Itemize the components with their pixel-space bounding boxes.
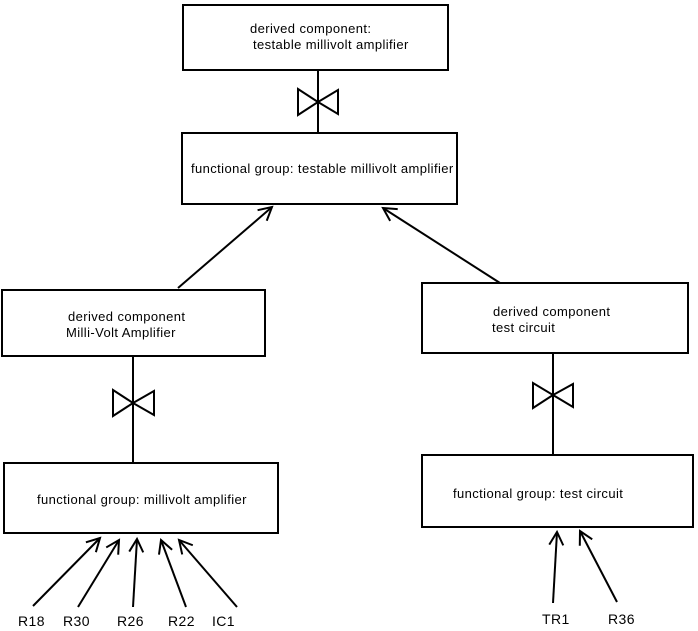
top-functional-group-box — [181, 132, 458, 205]
arrow-r18 — [32, 536, 102, 607]
arrow-right-derived-to-top-functional — [381, 206, 501, 284]
left-functional-label: functional group: millivolt amplifier — [37, 492, 247, 507]
leaf-label-r18: R18 — [18, 613, 45, 629]
leaf-label-ic1: IC1 — [212, 613, 235, 629]
bowtie-icon — [532, 381, 574, 410]
arrow-r26 — [128, 536, 145, 608]
left-derived-label-line2: Milli-Volt Amplifier — [66, 325, 176, 340]
left-derived-label-line1: derived component — [68, 309, 185, 324]
arrow-r22 — [157, 538, 187, 608]
right-functional-group-box — [421, 454, 694, 528]
left-derived-component-box — [1, 289, 266, 357]
leaf-label-r30: R30 — [63, 613, 90, 629]
right-functional-label: functional group: test circuit — [453, 486, 623, 501]
arrow-r30 — [77, 538, 121, 608]
right-derived-label-line2: test circuit — [492, 320, 555, 335]
top-derived-label-line2: testable millivolt amplifier — [253, 37, 409, 52]
leaf-label-r36: R36 — [608, 611, 635, 627]
arrow-left-derived-to-top-functional — [177, 205, 274, 289]
top-derived-component-box — [182, 4, 449, 71]
left-functional-group-box — [3, 462, 279, 534]
leaf-label-tr1: TR1 — [542, 611, 570, 627]
right-derived-label-line1: derived component — [493, 304, 610, 319]
arrow-ic1 — [177, 538, 238, 608]
arrow-tr1 — [548, 529, 565, 604]
arrow-r36 — [578, 529, 618, 603]
bowtie-icon — [297, 87, 339, 117]
top-derived-label-line1: derived component: — [250, 21, 371, 36]
right-derived-component-box — [421, 282, 689, 354]
leaf-label-r22: R22 — [168, 613, 195, 629]
leaf-label-r26: R26 — [117, 613, 144, 629]
bowtie-icon — [112, 388, 155, 418]
top-functional-label: functional group: testable millivolt amp… — [191, 161, 454, 176]
